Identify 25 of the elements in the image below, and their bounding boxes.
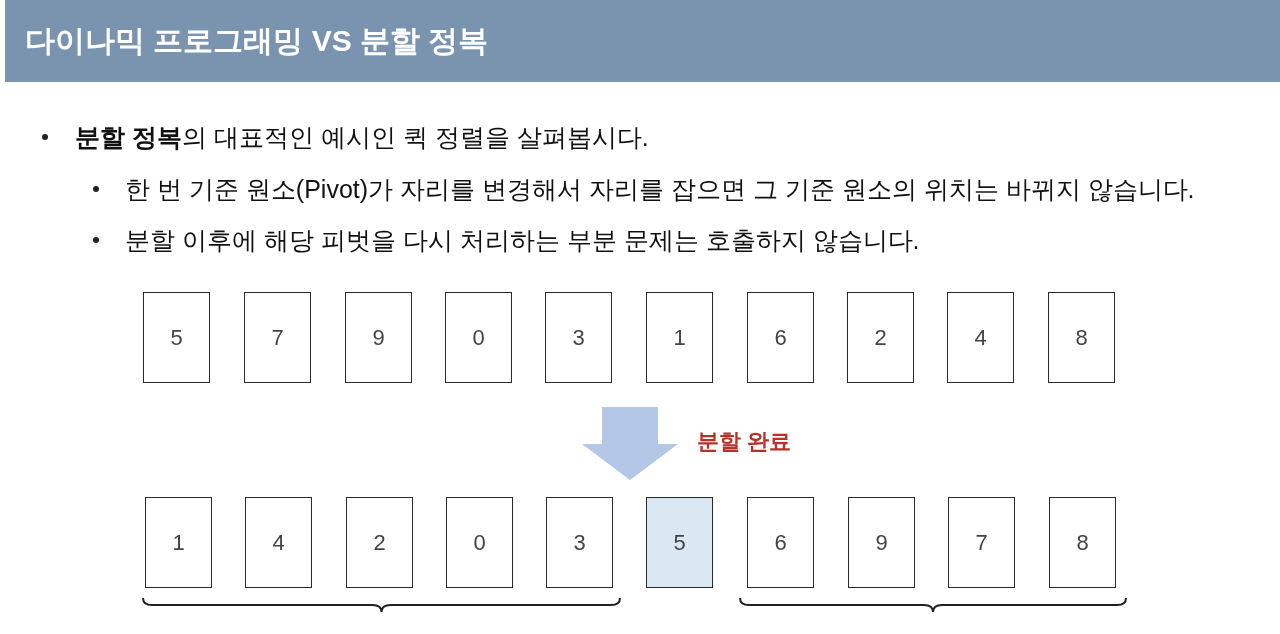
number-card: 2 [346, 497, 413, 588]
slide-title: 다이나믹 프로그래밍 VS 분할 정복 [25, 23, 489, 59]
number-card: 6 [747, 292, 814, 383]
bullet-text: 분할 이후에 해당 피벗을 다시 처리하는 부분 문제는 호출하지 않습니다. [125, 225, 920, 256]
number-card: 0 [446, 497, 513, 588]
number-card: 9 [848, 497, 915, 588]
number-card: 0 [445, 292, 512, 383]
number-card: 5 [143, 292, 210, 383]
number-card: 9 [345, 292, 412, 383]
number-card: 1 [646, 292, 713, 383]
number-card: 5 [646, 497, 713, 588]
number-card: 4 [947, 292, 1014, 383]
number-card: 7 [244, 292, 311, 383]
block-arrow [582, 407, 678, 480]
number-card: 6 [747, 497, 814, 588]
bullet-text: 한 번 기준 원소(Pivot)가 자리를 변경해서 자리를 잡으면 그 기준 원소의 위치는 바뀌지 않습니다. [125, 174, 1195, 205]
number-card: 8 [1048, 292, 1115, 383]
number-card: 2 [847, 292, 914, 383]
number-card: 3 [545, 292, 612, 383]
bullet-text: 분할 정복의 대표적인 예시인 퀵 정렬을 살펴봅시다. [75, 122, 649, 153]
number-card: 1 [145, 497, 212, 588]
number-card: 3 [546, 497, 613, 588]
number-card: 4 [245, 497, 312, 588]
number-card: 8 [1049, 497, 1116, 588]
number-card: 7 [948, 497, 1015, 588]
